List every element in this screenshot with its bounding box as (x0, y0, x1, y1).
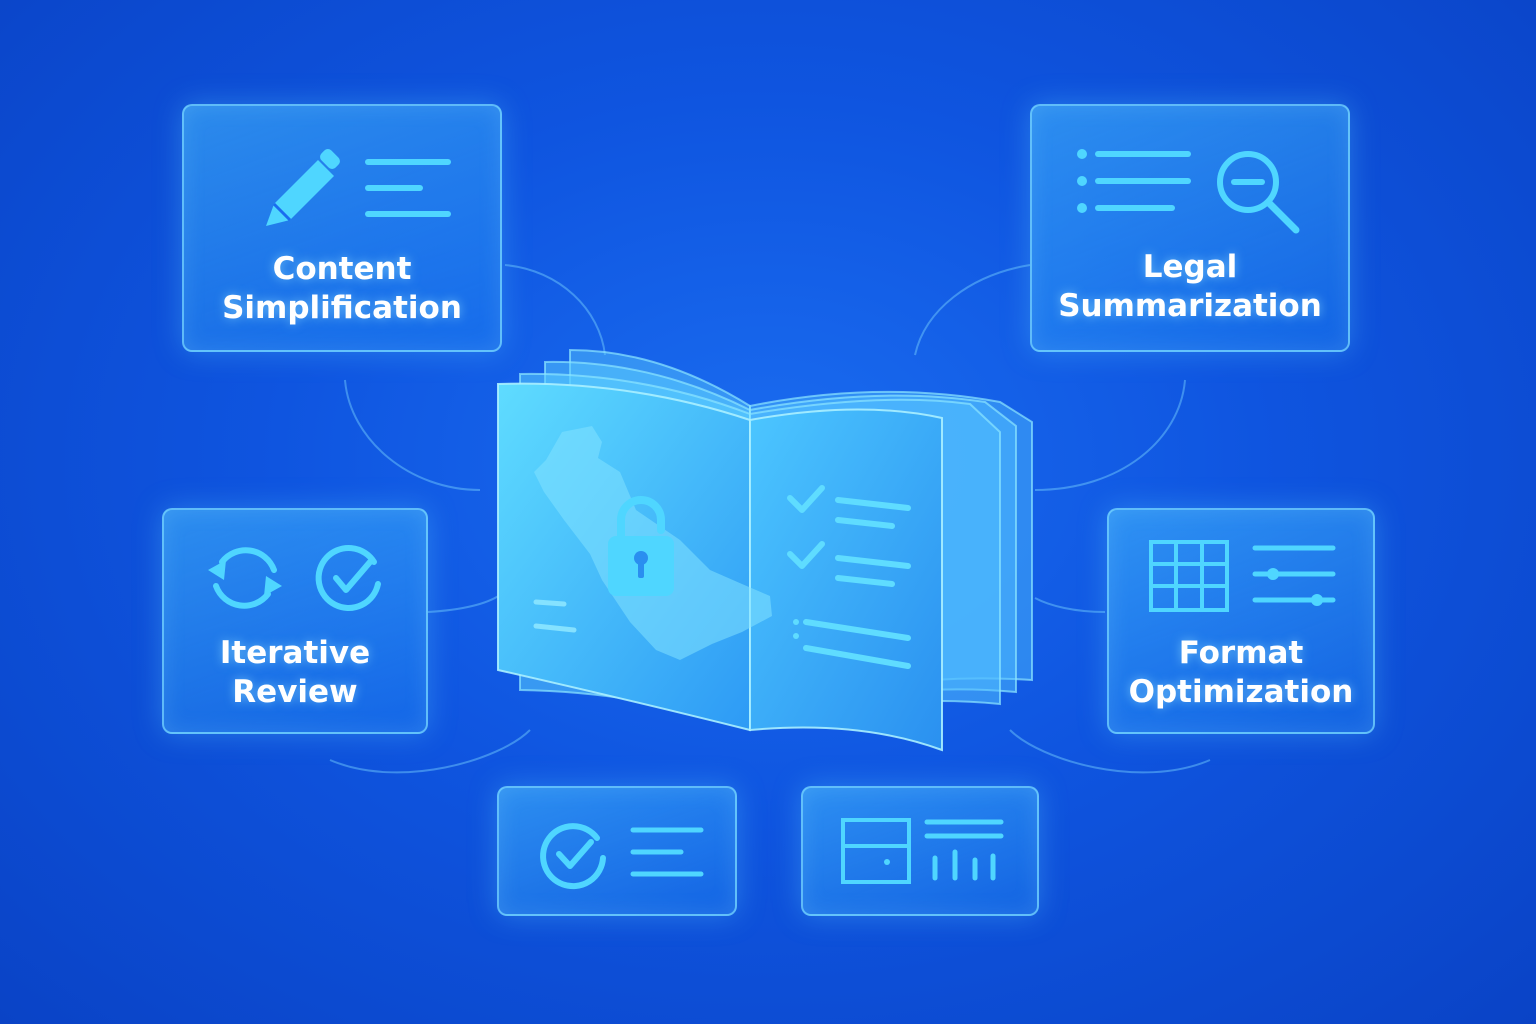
pencil-icon (266, 149, 340, 226)
refresh-icon (208, 547, 282, 609)
checkmark-icon (787, 485, 825, 569)
card-layout-analytics[interactable] (801, 786, 1039, 916)
magnify-minus-icon (1217, 151, 1300, 234)
card-verification[interactable] (497, 786, 737, 916)
layout-panel-icon (841, 818, 911, 884)
check-circle-icon (315, 545, 381, 611)
label-line-1: Format (1178, 635, 1304, 671)
label-line-2: Simplification (222, 290, 462, 326)
label-line-1: Iterative (219, 635, 371, 671)
left-page-text-lines (533, 599, 577, 633)
card-label-format-optimization: Format Optimization (1109, 634, 1373, 712)
card-iterative-review[interactable]: Iterative Review (162, 508, 428, 734)
card-label-iterative-review: Iterative Review (164, 634, 426, 712)
check-circle-icon (540, 823, 606, 890)
card-label-legal-summarization: Legal Summarization (1032, 248, 1348, 326)
label-line-1: Content (272, 251, 412, 287)
text-lines-icon (630, 827, 704, 877)
text-lines-icon (365, 159, 451, 217)
list-icon (803, 497, 911, 669)
card-content-simplification[interactable]: Content Simplification (182, 104, 502, 352)
card-legal-summarization[interactable]: Legal Summarization (1030, 104, 1350, 352)
table-grid-icon (1149, 540, 1229, 612)
sliders-icon (1252, 545, 1336, 606)
label-line-1: Legal (1142, 249, 1238, 285)
bar-chart-icon (924, 819, 1004, 881)
card-label-content-simplification: Content Simplification (184, 250, 500, 328)
center-book-illustration (497, 348, 1033, 752)
label-line-2: Review (232, 674, 358, 710)
card-format-optimization[interactable]: Format Optimization (1107, 508, 1375, 734)
label-line-2: Summarization (1058, 288, 1322, 324)
label-line-2: Optimization (1128, 674, 1354, 710)
lock-icon (608, 496, 674, 596)
bullet-list-icon (1077, 149, 1191, 213)
